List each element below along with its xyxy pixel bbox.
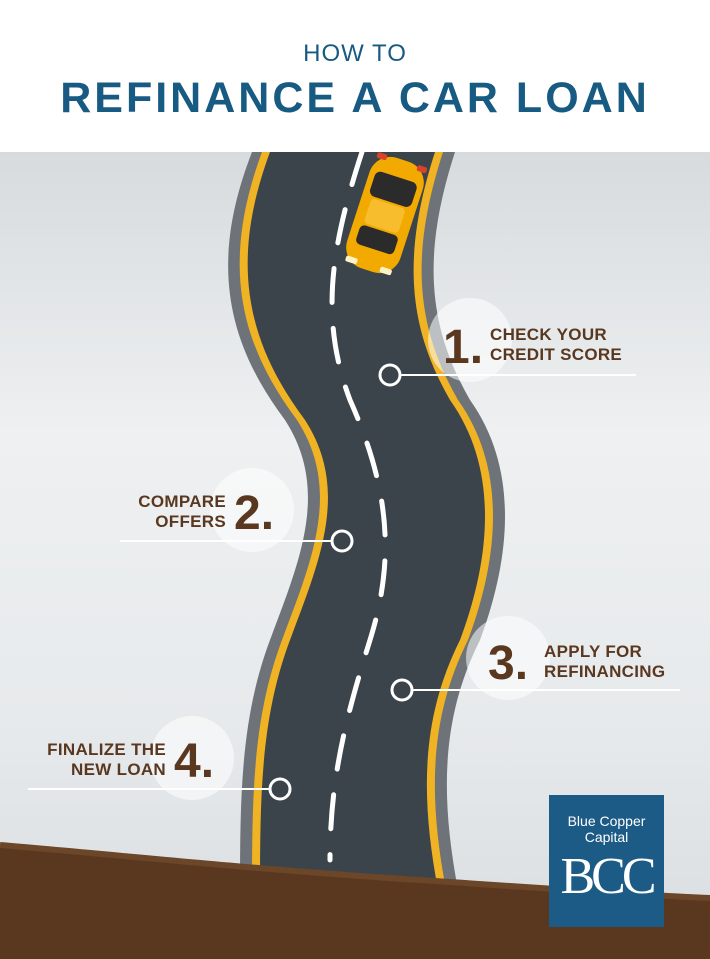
step-1-halo (428, 298, 512, 382)
step-3-line1: APPLY FOR (544, 642, 643, 661)
step-1-marker (378, 363, 402, 387)
step-4-line2: NEW LOAN (71, 760, 166, 779)
step-2-text: COMPARE OFFERS (100, 492, 226, 532)
step-1-number: 1. (443, 321, 484, 374)
step-3-line (412, 689, 680, 691)
page-title: REFINANCE A CAR LOAN (60, 74, 650, 122)
step-2-halo (210, 468, 294, 552)
step-3-line2: REFINANCING (544, 662, 666, 681)
step-4-number: 4. (174, 735, 215, 788)
step-2-line (120, 540, 332, 542)
step-3-marker (390, 678, 414, 702)
logo-text: Blue Copper Capital (549, 813, 664, 845)
step-3-number: 3. (488, 637, 529, 690)
step-1-line2: CREDIT SCORE (490, 345, 623, 364)
step-2-marker (330, 529, 354, 553)
road-scene: 1. CHECK YOUR CREDIT SCORE COMPARE OFFER… (0, 152, 710, 959)
logo-mark: BCC (560, 848, 656, 905)
step-1-line (400, 374, 636, 376)
step-1-line1: CHECK YOUR (490, 325, 607, 344)
title-how-to: HOW TO (303, 40, 407, 67)
ground (0, 845, 710, 959)
step-2-number: 2. (234, 487, 275, 540)
step-2-line2: OFFERS (155, 512, 226, 531)
step-1-text: CHECK YOUR CREDIT SCORE (490, 325, 622, 365)
step-4-line (28, 788, 270, 790)
road-center-dashes (327, 152, 388, 863)
step-3-halo (466, 616, 550, 700)
step-4-text: FINALIZE THE NEW LOAN (20, 740, 166, 780)
step-3-text: APPLY FOR REFINANCING (544, 642, 665, 682)
blue-copper-capital-logo: Blue Copper Capital BCC (549, 795, 664, 927)
road-asphalt (247, 152, 485, 900)
step-2-line1: COMPARE (138, 492, 226, 511)
logo-line1: Blue Copper (567, 813, 646, 829)
header: HOW TO REFINANCE A CAR LOAN (0, 0, 710, 152)
step-4-line1: FINALIZE THE (47, 740, 166, 759)
logo-line2: Capital (584, 829, 629, 845)
step-4-marker (268, 777, 292, 801)
step-4-halo (150, 716, 234, 800)
car-icon (345, 152, 428, 276)
